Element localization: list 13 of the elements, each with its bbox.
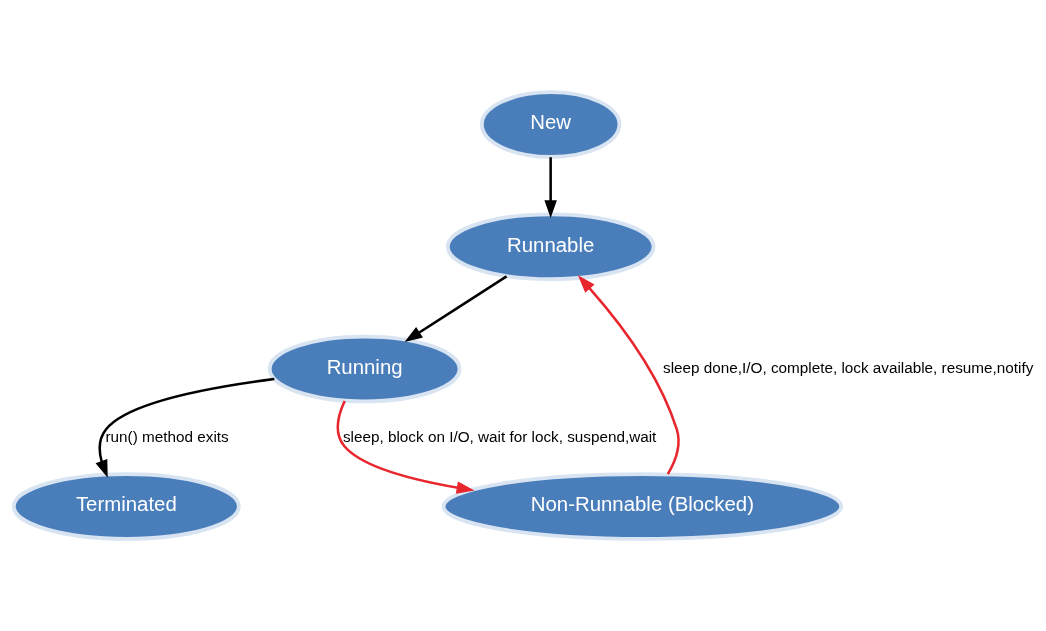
arrow	[336, 400, 475, 494]
node-ellipse: Non-Runnable (Blocked)	[441, 472, 844, 541]
edge-label: run() method exits	[105, 427, 229, 445]
arrow	[404, 275, 508, 343]
node-ellipse: Running	[267, 334, 462, 404]
arrow	[577, 275, 680, 475]
arrow	[95, 377, 275, 478]
arrow	[544, 157, 557, 219]
node-ellipse: Terminated	[11, 472, 241, 541]
node-ellipse: Runnable	[445, 212, 656, 282]
node-ellipse: New	[479, 90, 622, 159]
edge-label: sleep done,I/O, complete, lock available, resume,notify	[663, 358, 1034, 376]
edge-label: sleep, block on I/O, wait for lock, suspend,wait	[342, 427, 657, 445]
